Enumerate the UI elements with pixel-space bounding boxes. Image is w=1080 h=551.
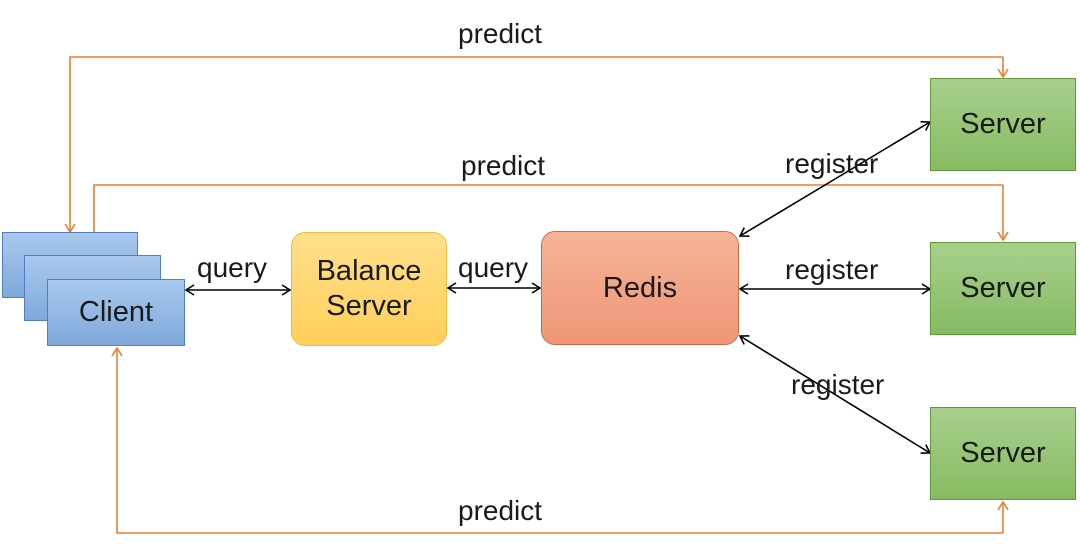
balance-server-node: Balance Server bbox=[291, 232, 447, 346]
server-middle-label: Server bbox=[960, 272, 1046, 305]
register-label-bottom: register bbox=[791, 369, 885, 400]
server-top-label: Server bbox=[960, 108, 1046, 141]
predict-label-top: predict bbox=[458, 18, 543, 49]
server-node-middle: Server bbox=[930, 242, 1076, 335]
server-bottom-label: Server bbox=[960, 437, 1046, 470]
redis-label: Redis bbox=[602, 271, 678, 304]
client-label: Client bbox=[78, 296, 154, 329]
server-node-bottom: Server bbox=[930, 407, 1076, 500]
predict-label-bottom: predict bbox=[458, 495, 543, 526]
redis-node: Redis bbox=[541, 231, 739, 345]
query-label-client-balance: query bbox=[197, 252, 268, 283]
server-node-top: Server bbox=[930, 78, 1076, 171]
register-edge-top bbox=[738, 121, 932, 237]
predict-edge-second bbox=[88, 184, 1003, 257]
register-label-top: register bbox=[785, 148, 879, 179]
register-edge-bottom bbox=[738, 335, 932, 454]
predict-edge-top bbox=[64, 56, 1003, 234]
query-label-balance-redis: query bbox=[458, 252, 529, 283]
register-label-middle: register bbox=[785, 254, 879, 285]
balance-server-label: Balance Server bbox=[316, 255, 422, 322]
predict-label-second: predict bbox=[461, 150, 546, 181]
predict-edge-bottom bbox=[111, 346, 1003, 534]
client-node: Client bbox=[47, 279, 185, 346]
